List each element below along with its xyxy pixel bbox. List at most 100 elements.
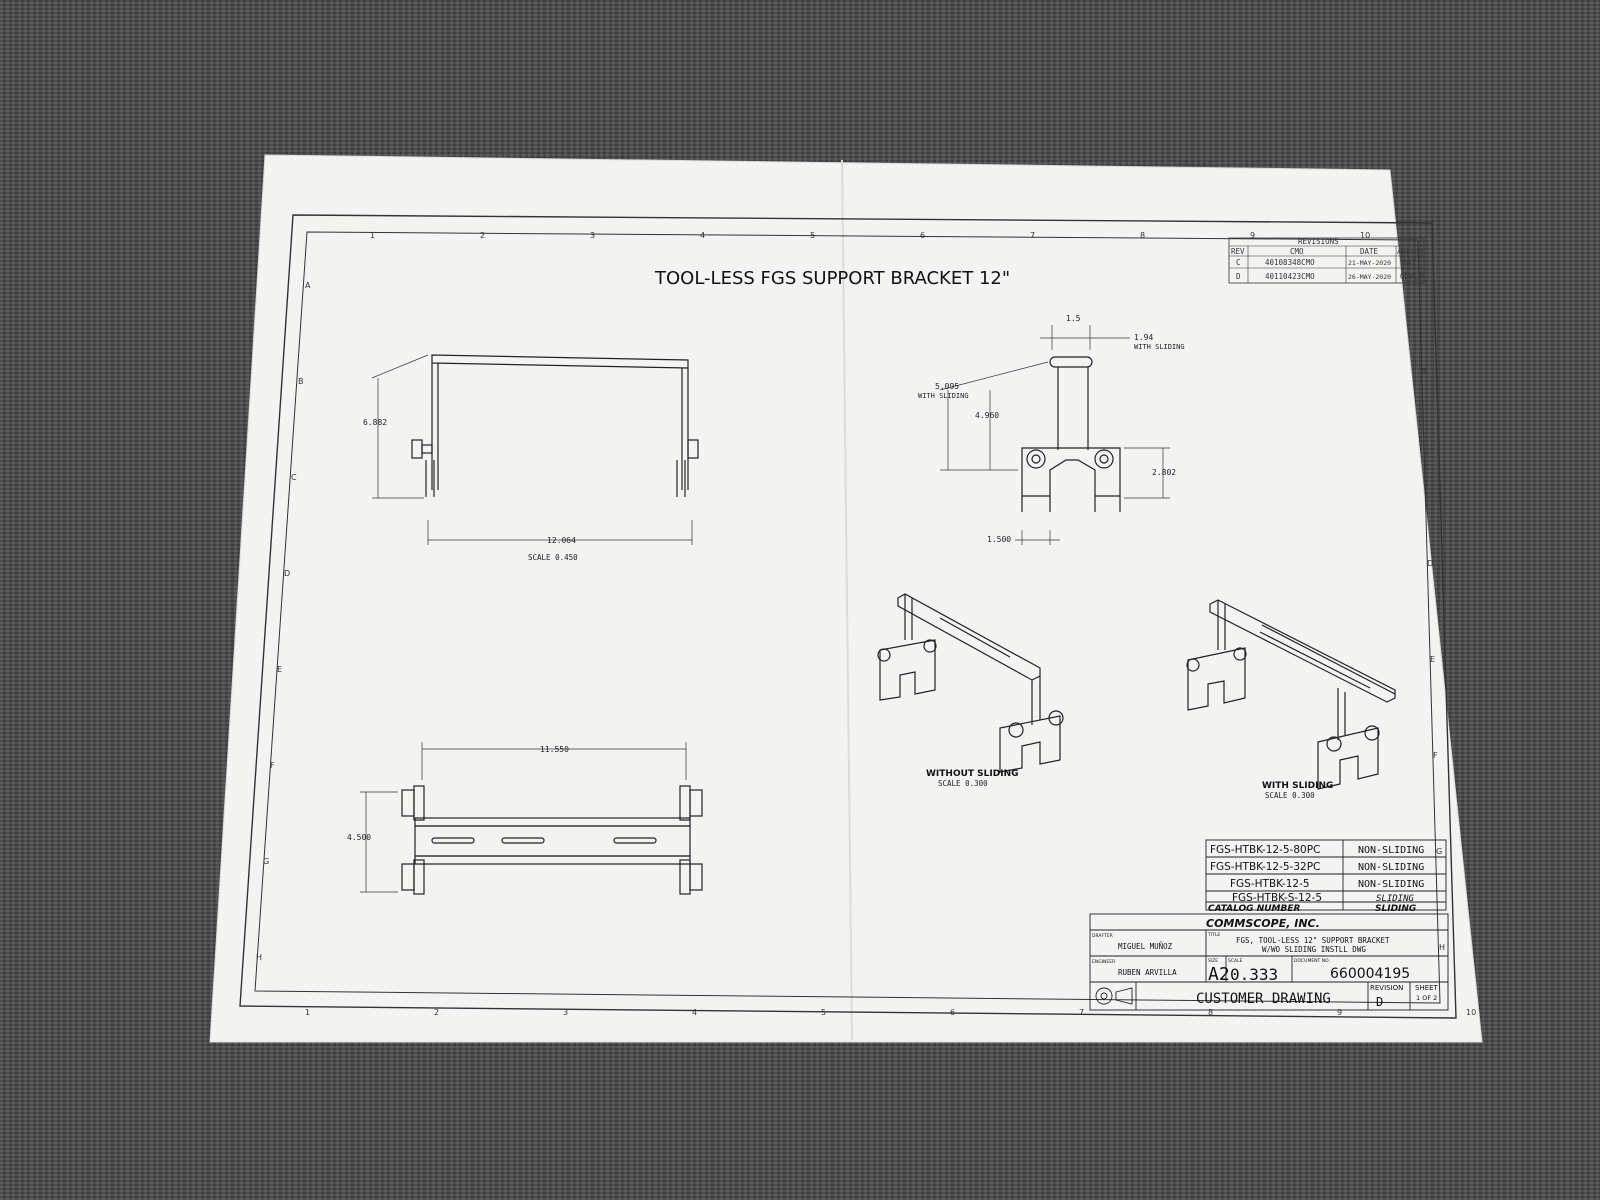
side-view-height-sliding-dim: 5.095: [935, 382, 959, 391]
docno-value: 660004195: [1330, 966, 1410, 982]
grid-col-top-9: 9: [1250, 231, 1255, 240]
title-line-2: W/WO SLIDING INSTLL DWG: [1262, 945, 1366, 954]
company-name: COMMSCOPE, INC.: [1206, 917, 1320, 930]
catalog-table: [1205, 839, 1447, 911]
grid-col-bottom-10: 10: [1466, 1008, 1476, 1017]
catalog-row-2-number: FGS-HTBK-12-5-32PC: [1210, 861, 1320, 873]
grid-col-bottom-9: 9: [1337, 1008, 1342, 1017]
grid-col-top-4: 4: [700, 231, 705, 240]
rev-row-c-approved: RAT: [1402, 258, 1416, 267]
grid-col-bottom-6: 6: [950, 1008, 955, 1017]
grid-row-left-H: H: [256, 953, 262, 962]
rev-row-d-cmo: 40110423CMO: [1265, 272, 1315, 281]
grid-col-bottom-1: 1: [305, 1008, 310, 1017]
rev-row-d-approved: ODVL: [1400, 272, 1419, 281]
sheet-value: 1 OF 2: [1416, 994, 1437, 1002]
grid-col-top-8: 8: [1140, 231, 1145, 240]
grid-row-right-F: F: [1433, 751, 1438, 760]
customer-drawing: CUSTOMER DRAWING: [1196, 991, 1331, 1007]
size-value: A2: [1208, 964, 1230, 985]
grid-row-left-D: D: [284, 569, 290, 578]
grid-row-right-B: B: [1421, 367, 1427, 376]
iso-view-without-sliding: [877, 593, 1064, 773]
grid-col-bottom-4: 4: [692, 1008, 697, 1017]
drawing-title: TOOL-LESS FGS SUPPORT BRACKET 12": [654, 268, 1010, 289]
grid-row-left-B: B: [298, 377, 304, 386]
rev-row-d-rev: D: [1236, 272, 1241, 281]
iso-without-sliding-scale: SCALE 0.300: [938, 779, 988, 788]
grid-col-top-3: 3: [590, 231, 595, 240]
side-view-sliding-offset-dim: 1.94: [1134, 333, 1153, 342]
docno-label: DOCUMENT NO.: [1294, 958, 1330, 964]
rev-col-date: DATE: [1360, 247, 1379, 256]
grid-col-bottom-3: 3: [563, 1008, 568, 1017]
inner-border: [254, 231, 1441, 1004]
rev-row-c-cmo: 40108348CMO: [1265, 258, 1315, 267]
title-block: [1089, 913, 1449, 1011]
side-view-foot-gap-dim: 1.500: [987, 535, 1011, 544]
paper-fold: [841, 159, 853, 1041]
grid-row-right-D: D: [1427, 559, 1433, 568]
scale-value: 0.333: [1230, 965, 1278, 984]
side-view-dimensions: [939, 325, 1170, 545]
title-label: TITLE: [1207, 932, 1220, 938]
bottom-view-depth-dim: 4.500: [347, 833, 371, 842]
front-view-dimensions: [371, 354, 693, 545]
rev-row-c-rev: C: [1236, 258, 1241, 267]
grid-row-right-A: A: [1418, 271, 1424, 280]
grid-row-left-G: G: [263, 857, 269, 866]
title-line-1: FGS, TOOL-LESS 12" SUPPORT BRACKET: [1236, 936, 1390, 945]
catalog-header-number: CATALOG NUMBER: [1208, 904, 1301, 914]
drafter-name: MIGUEL MUÑOZ: [1118, 942, 1173, 951]
grid-col-bottom-5: 5: [821, 1008, 826, 1017]
catalog-row-4-number: FGS-HTBK-S-12-5: [1232, 892, 1322, 904]
side-view-top-gap-dim: 1.5: [1066, 314, 1081, 323]
grid-row-left-A: A: [305, 281, 311, 290]
sheet-label: SHEET: [1415, 984, 1439, 992]
grid-column-labels-top: 1 2 3 4 5 6 7 8 9 10: [370, 231, 1370, 240]
grid-row-left-F: F: [270, 761, 275, 770]
catalog-row-4-type: SLIDING: [1376, 894, 1415, 904]
catalog-row-1-number: FGS-HTBK-12-5-80PC: [1210, 844, 1320, 856]
front-view: [411, 354, 699, 497]
rev-col-approved: APPROVED: [1397, 250, 1424, 256]
catalog-row-1-type: NON-SLIDING: [1358, 845, 1424, 856]
iso-without-sliding-caption: WITHOUT SLIDING: [926, 769, 1018, 779]
grid-row-right-C: C: [1424, 463, 1430, 472]
front-view-height-dim: 6.882: [363, 418, 387, 427]
grid-col-bottom-2: 2: [434, 1008, 439, 1017]
grid-col-top-2: 2: [480, 231, 485, 240]
catalog-row-3-number: FGS-HTBK-12-5: [1230, 878, 1310, 890]
outer-border: [239, 214, 1457, 1019]
grid-row-right-G: G: [1436, 847, 1442, 856]
revision-label: REVISION: [1370, 984, 1403, 992]
side-view-foot-height-dim: 2.802: [1152, 468, 1176, 477]
revisions-table: REVISIONS REV CMO DATE APPROVED C 401083…: [1228, 237, 1425, 284]
bottom-view-width-dim: 11.550: [540, 745, 569, 754]
engineer-name: RUBEN ARVILLA: [1118, 968, 1177, 977]
drafter-label: DRAFTER: [1092, 933, 1113, 939]
grid-row-right-H: H: [1439, 943, 1445, 952]
rev-row-c-date: 21-MAY-2020: [1348, 259, 1391, 267]
grid-col-top-5: 5: [810, 231, 815, 240]
scale-label: SCALE: [1228, 958, 1243, 964]
grid-col-top-7: 7: [1030, 231, 1035, 240]
grid-col-top-6: 6: [920, 231, 925, 240]
size-label: SIZE: [1208, 958, 1218, 964]
bottom-view: [401, 785, 703, 895]
rev-row-d-date: 26-MAY-2020: [1348, 273, 1391, 281]
revision-value: D: [1376, 995, 1383, 1009]
catalog-row-3-type: NON-SLIDING: [1358, 879, 1424, 890]
iso-with-sliding-caption: WITH SLIDING: [1262, 781, 1333, 791]
iso-with-sliding-scale: SCALE 0.300: [1265, 791, 1315, 800]
side-view: [1021, 356, 1121, 512]
engineer-label: ENGINEER: [1092, 959, 1115, 965]
rev-col-rev: REV: [1231, 247, 1245, 256]
grid-col-top-1: 1: [370, 231, 375, 240]
side-view-height-sliding-label: WITH SLIDING: [918, 392, 969, 400]
grid-col-top-10: 10: [1360, 231, 1370, 240]
catalog-row-2-type: NON-SLIDING: [1358, 862, 1424, 873]
